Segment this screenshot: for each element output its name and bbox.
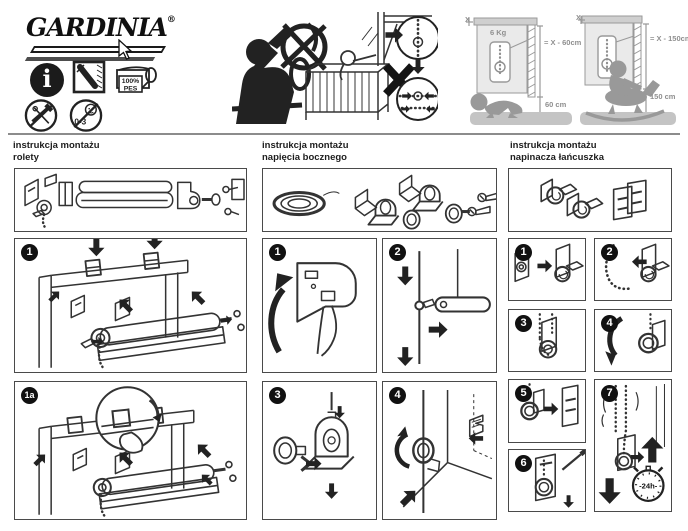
step-box-napinacz-3: 3	[508, 309, 586, 372]
header-divider	[8, 133, 680, 135]
tensioner-step5-illustration	[520, 383, 579, 428]
step-badge: 3	[515, 315, 532, 332]
section-title-napiecie: instrukcja montażu napięcia bocznego	[262, 140, 349, 164]
parts-box-napiecie	[262, 168, 497, 232]
pes-label-bottom: PES	[124, 86, 138, 93]
cord-and-bottom-bar-illustration	[397, 249, 491, 366]
callout-breakaway-detail	[396, 77, 438, 121]
baby-silhouette	[470, 93, 523, 118]
step-box-napinacz-7: 7 -24h-	[594, 379, 672, 512]
prohibition-cross-icon	[280, 23, 328, 71]
step-box-napinacz-5: 5	[508, 379, 586, 443]
chain-tensioner-parts-illustration	[540, 178, 647, 221]
tensioner-step3-illustration	[538, 313, 558, 359]
brand-logo: GARDINIA®	[24, 13, 186, 65]
cursor-icon	[118, 39, 133, 60]
step-badge: 4	[389, 387, 406, 404]
clamp-detail-illustration	[30, 386, 237, 517]
weight-label: 6 Kg	[490, 28, 507, 37]
tensioner-at-corner-illustration	[394, 390, 493, 513]
no-sharp-tools-icon	[24, 99, 58, 132]
rotate-arrow-head	[397, 426, 408, 437]
clearance-label: 60 cm	[545, 100, 567, 109]
step-box-napiecie-2: 2	[382, 238, 497, 373]
side-tension-parts-illustration	[272, 174, 496, 230]
step-badge: 5	[515, 385, 532, 402]
arrow-down-icon	[411, 58, 425, 74]
block-arrows	[397, 266, 448, 366]
step-badge: 4	[601, 315, 618, 332]
timer-label: -24h-	[639, 482, 658, 491]
safety-diagram-toddler: X = X - 150cm 150 cm	[576, 12, 688, 126]
tensioner-callout	[489, 39, 529, 83]
step-box-napinacz-6: 6	[508, 449, 586, 512]
clearance-label: 150 cm	[650, 92, 676, 101]
parts-box-roleta	[14, 168, 247, 232]
step-box-napiecie-1: 1	[262, 238, 377, 373]
callout-chain-detail	[385, 16, 438, 60]
curved-arrow-head	[275, 273, 294, 292]
section-title-napinacz: instrukcja montażu napinacza łańcuszka	[510, 140, 604, 164]
logo-underline-1	[29, 46, 167, 53]
magnifier-circle	[95, 386, 162, 454]
safety-diagram-baby: X 6 Kg = X - 60cm 60 cm	[462, 12, 582, 126]
arrow-right-icon	[537, 259, 553, 273]
warning-cord-loop-pictogram	[232, 22, 328, 124]
roller-parts-illustration	[24, 173, 245, 230]
rotate-arrow-head	[605, 351, 616, 366]
x-dim-label: X	[465, 15, 471, 24]
parts-box-napinacz	[508, 168, 672, 232]
step-badge: 1	[21, 244, 38, 261]
screwdriver-icon	[561, 453, 582, 471]
step-box-roleta-1a: 1a	[14, 381, 247, 520]
step-box-napiecie-3: 3	[262, 381, 377, 520]
step-badge: 1	[269, 244, 286, 261]
step-box-napiecie-4: 4	[382, 381, 497, 520]
rocking-horse-child-silhouette	[585, 60, 665, 122]
arrow-right-icon	[543, 402, 559, 416]
section-title-roleta: instrukcja montażu rolety	[13, 140, 100, 164]
formula-label: = X - 60cm	[544, 38, 582, 47]
info-glyph: i	[42, 64, 52, 93]
step-badge: 3	[269, 387, 286, 404]
tensioner-step2-illustration	[604, 243, 670, 291]
x-dim-label: X	[576, 13, 582, 22]
bead-chain	[41, 213, 48, 230]
arrow-down-icon	[563, 495, 574, 508]
mount-on-frame-illustration	[38, 239, 245, 369]
fabric-100-pes-icon: 100% PES	[116, 66, 157, 93]
timer-24h-icon: -24h-	[631, 465, 665, 502]
step-badge: 1a	[21, 387, 38, 404]
pes-label-top: 100%	[122, 78, 139, 85]
step-box-roleta-1: 1	[14, 238, 247, 373]
formula-label: = X - 150cm	[650, 34, 688, 43]
tensioner-step4-illustration	[605, 313, 666, 366]
warning-crib-pictogram	[305, 12, 438, 121]
age-range-label: 0-3	[74, 117, 86, 126]
step-badge: 1	[515, 244, 532, 261]
step-box-napinacz-1: 1	[508, 238, 586, 301]
info-icon: i	[30, 63, 64, 97]
registered-mark: ®	[166, 15, 176, 25]
bead-chain	[538, 313, 554, 357]
step-box-napinacz-2: 2	[594, 238, 672, 301]
thread-cord-illustration	[268, 262, 357, 357]
window-blind-icon	[72, 60, 106, 94]
brand-name: GARDINIA®	[26, 13, 176, 42]
no-children-0-3-icon: 0-3	[69, 99, 103, 132]
block-arrows	[45, 239, 209, 347]
step-box-napinacz-4: 4	[594, 309, 672, 372]
bead-chain	[604, 244, 632, 291]
arrow-left-icon	[631, 255, 647, 269]
step-badge: 2	[601, 244, 618, 261]
knob-into-holder-illustration	[273, 392, 355, 499]
tensioner-step6-illustration	[534, 450, 585, 508]
step-badge: 2	[389, 244, 406, 261]
step-badge: 6	[515, 455, 532, 472]
step-badge: 7	[601, 385, 618, 402]
